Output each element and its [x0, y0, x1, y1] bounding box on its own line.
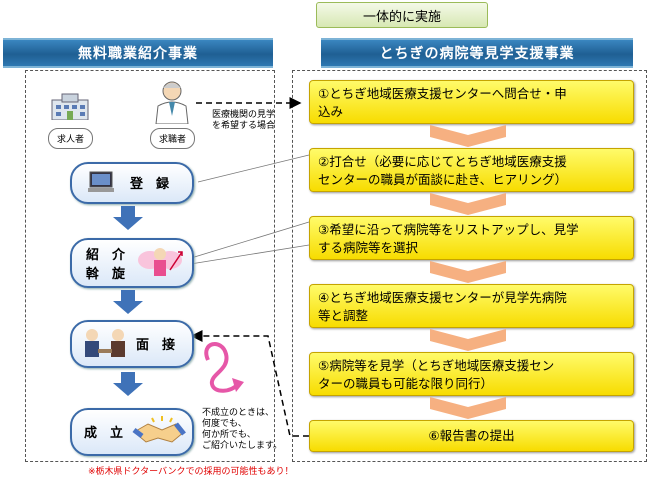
register-box: 登 録 — [70, 162, 194, 204]
success-label: 成 立 — [84, 426, 124, 441]
visit-wish-note-line: 医療機関の見学 — [212, 110, 276, 120]
chevron-down-icon — [430, 125, 506, 147]
interview-label: 面 接 — [136, 338, 176, 353]
step-1-line-2: 込み — [318, 104, 344, 119]
return-dashed-arrow — [190, 330, 309, 437]
employer-label: 求人者 — [57, 135, 85, 145]
computer-icon — [88, 170, 114, 198]
step-4-line-1: ④とちぎ地域医療支援センターが見学先病院 — [318, 290, 567, 305]
right-dashed-frame — [292, 70, 647, 462]
step-1-line-1: ①とちぎ地域医療支援センターへ問合せ・申 — [318, 86, 567, 101]
register-label: 登 録 — [130, 177, 170, 192]
jobseeker-tag: 求職者 — [150, 128, 196, 149]
footer-note: ※栃木県ドクターバンクでの採用の可能性もあり！ — [88, 467, 294, 477]
step-5-line-2: ターの職員も可能な限り同行） — [318, 376, 494, 391]
right-header-label: とちぎの病院等見学支援事業 — [379, 46, 575, 62]
step-5-box: ⑤病院等を見学（とちぎ地域医療支援セン ターの職員も可能な限り同行） — [309, 352, 634, 396]
step-2-line-1: ②打合せ（必要に応じてとちぎ地域医療支援 — [318, 154, 567, 169]
step-2-line-2: センターの職員が面談に赴き、ヒアリング） — [318, 172, 568, 187]
left-column-header: 無料職業紹介事業 — [3, 38, 273, 68]
introduce-link-line-2 — [177, 244, 310, 267]
step-6-box: ⑥報告書の提出 — [309, 420, 634, 452]
introduce-box: 紹 介 斡 旋 — [70, 238, 194, 288]
step-6-line-1: ⑥報告書の提出 — [428, 428, 515, 443]
left-header-label: 無料職業紹介事業 — [78, 46, 198, 62]
step-4-box: ④とちぎ地域医療支援センターが見学先病院 等と調整 — [309, 284, 634, 328]
step-2-box: ②打合せ（必要に応じてとちぎ地域医療支援 センターの職員が面談に赴き、ヒアリング… — [309, 148, 634, 192]
visit-wish-note-line: を希望する場合 — [212, 121, 276, 131]
visit-wish-note: 医療機関の見学 を希望する場合 — [212, 110, 275, 132]
introduce-label-2: 斡 旋 — [86, 267, 126, 282]
down-arrow-icon — [113, 372, 143, 396]
step-3-line-2: する病院等を選択 — [318, 240, 419, 255]
chevron-down-icon — [430, 193, 506, 215]
banner-label: 一体的に実施 — [362, 9, 441, 25]
introduce-link-line-1 — [177, 221, 310, 263]
step-5-line-1: ⑤病院等を見学（とちぎ地域医療支援セン — [318, 358, 555, 373]
interview-box: 面 接 — [70, 320, 194, 368]
employer-tag: 求人者 — [48, 128, 94, 149]
step-1-box: ①とちぎ地域医療支援センターへ問合せ・申 込み — [309, 80, 634, 124]
interview-people-icon — [80, 325, 130, 367]
introduce-label-1: 紹 介 — [86, 248, 126, 263]
chevron-down-icon — [430, 261, 506, 283]
cupid-icon — [134, 242, 184, 286]
right-column-header: とちぎの病院等見学支援事業 — [321, 38, 633, 68]
integrated-banner: 一体的に実施 — [316, 2, 488, 28]
down-arrow-icon — [113, 290, 143, 314]
unsuccess-note-line: 不成立のときは、 — [202, 408, 275, 418]
down-arrow-icon — [113, 206, 143, 230]
success-box: 成 立 — [70, 408, 194, 456]
step-3-box: ③希望に沿って病院等をリストアップし、見学 する病院等を選択 — [309, 216, 634, 260]
step-3-line-1: ③希望に沿って病院等をリストアップし、見学 — [318, 222, 579, 237]
swirl-arrow — [204, 342, 240, 393]
unsuccess-note: 不成立のときは、 何度でも、 何か所でも、 ご紹介いたします。 — [202, 408, 282, 452]
unsuccess-note-line: ご紹介いたします。 — [202, 441, 283, 451]
step-4-line-2: 等と調整 — [318, 308, 369, 323]
unsuccess-note-line: 何か所でも、 — [202, 430, 256, 440]
left-dashed-frame — [25, 70, 275, 462]
doctor-icon — [152, 80, 192, 125]
jobseeker-label: 求職者 — [159, 135, 187, 145]
chevron-down-icon — [430, 329, 506, 351]
handshake-icon — [132, 416, 186, 452]
hospital-icon — [48, 92, 92, 121]
chevron-down-icon — [430, 397, 506, 419]
register-link-line — [197, 154, 310, 183]
unsuccess-note-line: 何度でも、 — [202, 419, 247, 429]
